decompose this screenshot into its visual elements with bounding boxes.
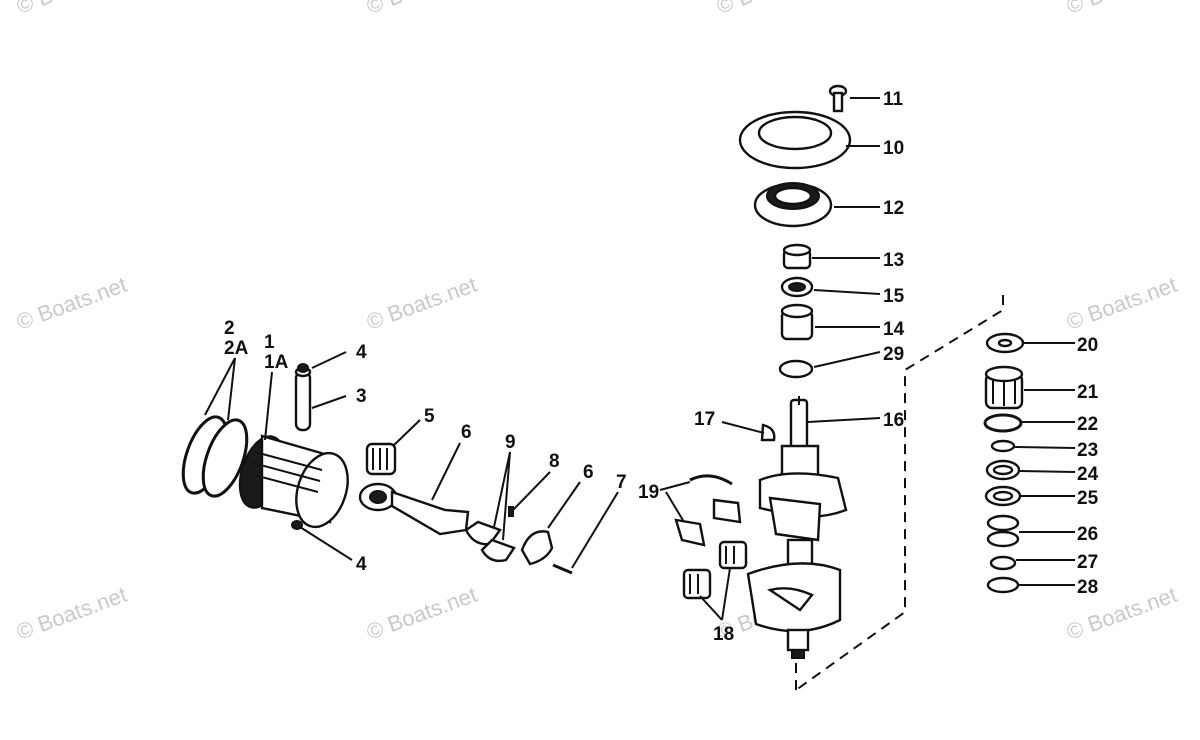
retainer-screw — [828, 84, 848, 113]
label-29: 29 — [883, 344, 904, 365]
retaining-ring-27 — [989, 555, 1017, 571]
o-ring-28 — [986, 576, 1020, 594]
label-21: 21 — [1077, 382, 1099, 403]
label-22: 22 — [1077, 414, 1098, 435]
label-20: 20 — [1077, 335, 1098, 356]
label-6-rod: 6 — [461, 422, 472, 443]
watermark: © Boats.net — [1063, 272, 1180, 335]
label-1a: 1A — [264, 352, 289, 373]
seal-25 — [984, 485, 1022, 507]
label-7: 7 — [616, 472, 627, 493]
connecting-rod-bearing — [464, 520, 516, 563]
connecting-rod — [358, 482, 470, 536]
center-main-bearing — [682, 540, 748, 600]
watermark: © Boats.net — [713, 0, 830, 19]
bearing-cage-pin — [508, 506, 514, 517]
label-25: 25 — [1077, 488, 1099, 509]
watermark: © Boats.net — [363, 582, 480, 645]
piston-pin — [294, 366, 312, 432]
piston-pin-retainer — [291, 363, 309, 530]
retaining-ring-23 — [990, 439, 1016, 453]
o-ring-29 — [778, 359, 814, 379]
needle-bearing-small-end — [365, 442, 397, 476]
lower-roller-bearing — [984, 365, 1024, 410]
bearing-housing — [753, 182, 833, 228]
crankshaft — [746, 396, 848, 659]
center-main-bearing-race — [674, 474, 742, 547]
watermark: © Boats.net — [363, 0, 480, 19]
label-23: 23 — [1077, 440, 1098, 461]
label-19: 19 — [638, 482, 659, 503]
label-28: 28 — [1077, 577, 1098, 598]
label-8: 8 — [549, 451, 560, 472]
label-2a: 2A — [224, 338, 249, 359]
piston-rings — [181, 415, 249, 498]
label-4-bottom: 4 — [356, 554, 367, 575]
label-1: 1 — [264, 332, 275, 353]
label-26: 26 — [1077, 524, 1098, 545]
label-9: 9 — [505, 432, 516, 453]
assembly-outline — [795, 295, 1004, 691]
piston — [238, 434, 349, 529]
seal-ring — [780, 276, 814, 298]
watermarks: © Boats.net © Boats.net © Boats.net © Bo… — [13, 0, 1180, 645]
label-18: 18 — [713, 624, 734, 645]
watermark: © Boats.net — [1063, 0, 1180, 19]
crank-leaders — [659, 97, 1076, 621]
woodruff-key — [760, 423, 776, 442]
connecting-rod-cap — [520, 530, 554, 566]
watermark: © Boats.net — [13, 582, 130, 645]
label-15: 15 — [883, 286, 905, 307]
label-27: 27 — [1077, 552, 1098, 573]
label-10: 10 — [883, 138, 904, 159]
part-labels: 2 2A 1 1A 4 3 4 5 6 9 8 6 7 11 10 12 13 … — [224, 89, 1099, 645]
watermark: © Boats.net — [13, 272, 130, 335]
label-14: 14 — [883, 319, 905, 340]
rod-cap-screw — [552, 563, 573, 575]
label-2: 2 — [224, 318, 235, 339]
piston-leaders — [204, 351, 619, 569]
label-6-cap: 6 — [583, 462, 594, 483]
seal-26 — [986, 514, 1020, 548]
bearing-retainer-plate — [738, 110, 852, 170]
label-11: 11 — [883, 89, 904, 110]
label-24: 24 — [1077, 464, 1099, 485]
o-ring-22 — [983, 413, 1023, 433]
watermark: © Boats.net — [13, 0, 130, 19]
upper-bearing-sleeve — [782, 243, 812, 270]
label-13: 13 — [883, 250, 904, 271]
label-16: 16 — [883, 410, 904, 431]
seal-24 — [985, 459, 1021, 481]
upper-main-bearing — [780, 303, 814, 341]
label-5: 5 — [424, 406, 435, 427]
label-12: 12 — [883, 198, 904, 219]
label-3: 3 — [356, 386, 367, 407]
watermark: © Boats.net — [363, 272, 480, 335]
label-4-top: 4 — [356, 342, 367, 363]
thrust-washer — [985, 332, 1025, 354]
label-17: 17 — [694, 409, 715, 430]
